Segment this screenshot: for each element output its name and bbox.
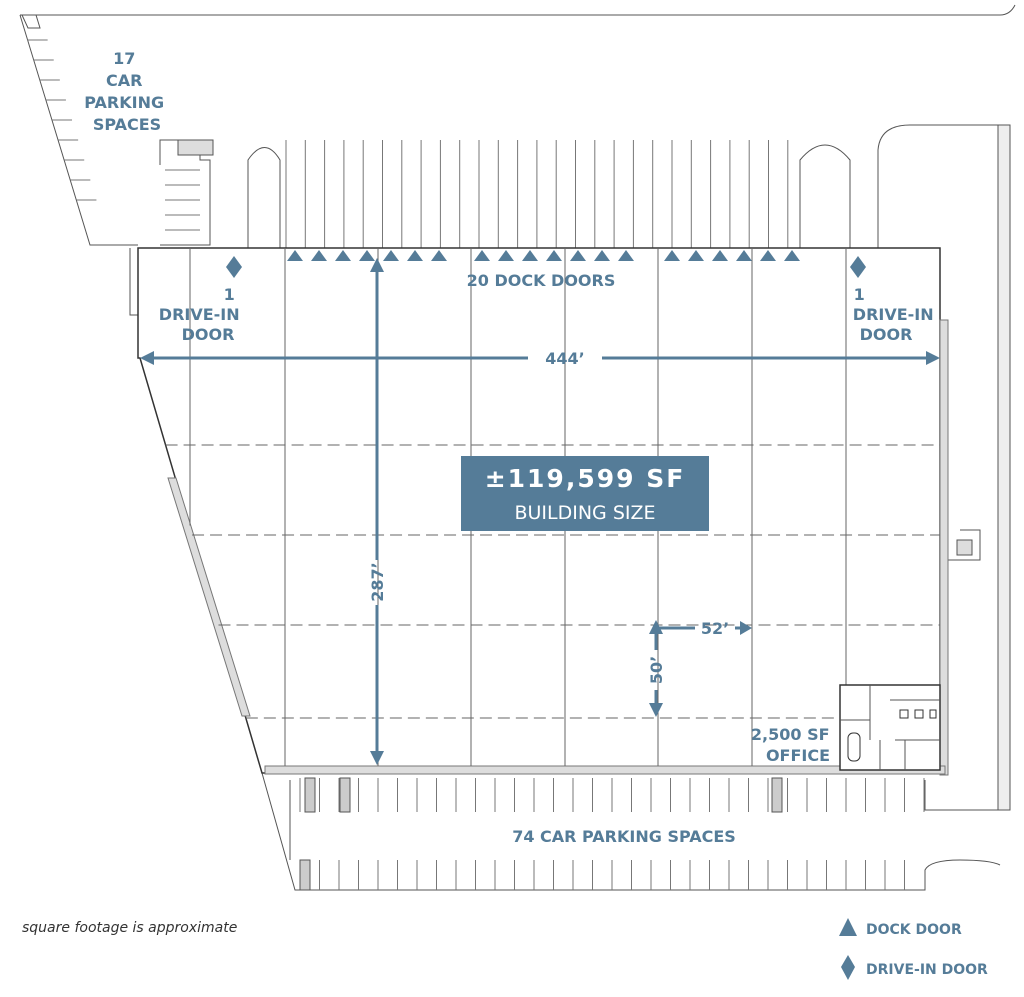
legend-dock-door: DOCK DOOR	[866, 922, 962, 938]
accessible-stall	[299, 859, 311, 891]
dock-door-icon	[570, 250, 586, 261]
bay-depth-label: 50’	[647, 656, 666, 684]
dock-door-icon	[311, 250, 327, 261]
office-label: 2,500 SF OFFICE	[751, 725, 835, 765]
dock-door-icon	[498, 250, 514, 261]
dock-door-icon	[664, 250, 680, 261]
dock-doors-label: 20 DOCK DOORS	[467, 271, 616, 290]
width-dimension-label: 444’	[545, 349, 584, 368]
building-size-caption: BUILDING SIZE	[514, 502, 655, 524]
dock-door-icon	[618, 250, 634, 261]
site-lines	[19, 4, 1016, 891]
dock-door-icon	[359, 250, 375, 261]
legend: DOCK DOOR DRIVE-IN DOOR	[839, 918, 988, 980]
dimension-lines	[140, 258, 940, 765]
dock-door-icon	[784, 250, 800, 261]
dock-door-icon	[839, 918, 857, 936]
depth-dimension-label: 287’	[368, 562, 387, 601]
south-parking-label: 74 CAR PARKING SPACES	[512, 827, 736, 846]
legend-drive-in-door: DRIVE-IN DOOR	[866, 962, 988, 978]
south-parking-stalls	[299, 777, 925, 891]
bay-width-label: 52’	[701, 619, 729, 638]
drive-in-door-left-icon	[226, 256, 242, 278]
dock-door-icon	[383, 250, 399, 261]
footnote: square footage is approximate	[22, 920, 237, 936]
dock-door-icon	[407, 250, 423, 261]
dock-door-icon	[431, 250, 447, 261]
accessible-stall	[304, 777, 316, 813]
dock-door-icon	[546, 250, 562, 261]
dock-door-icon	[712, 250, 728, 261]
accessible-stall	[339, 777, 351, 813]
drive-in-right-label: 1 DRIVE-IN DOOR	[853, 285, 939, 344]
northwest-parking-stalls	[27, 39, 200, 231]
building-size-box: ±119,599 SF BUILDING SIZE	[461, 456, 709, 531]
office-floorplan	[839, 684, 941, 771]
building-size-value: ±119,599 SF	[485, 464, 686, 493]
dock-doors	[287, 250, 800, 261]
north-parking-stalls	[285, 140, 789, 248]
drive-in-door-right-icon	[850, 256, 866, 278]
north-parking-label: 17 CAR PARKING SPACES	[84, 49, 169, 134]
dock-door-icon	[736, 250, 752, 261]
dock-door-icon	[522, 250, 538, 261]
dock-door-icon	[688, 250, 704, 261]
dock-door-icon	[594, 250, 610, 261]
dock-door-icon	[474, 250, 490, 261]
dock-door-icon	[287, 250, 303, 261]
dock-door-icon	[760, 250, 776, 261]
dock-door-icon	[335, 250, 351, 261]
drive-in-door-icon	[841, 955, 855, 980]
drive-in-left-label: 1 DRIVE-IN DOOR	[159, 285, 245, 344]
accessible-stall	[771, 777, 783, 813]
